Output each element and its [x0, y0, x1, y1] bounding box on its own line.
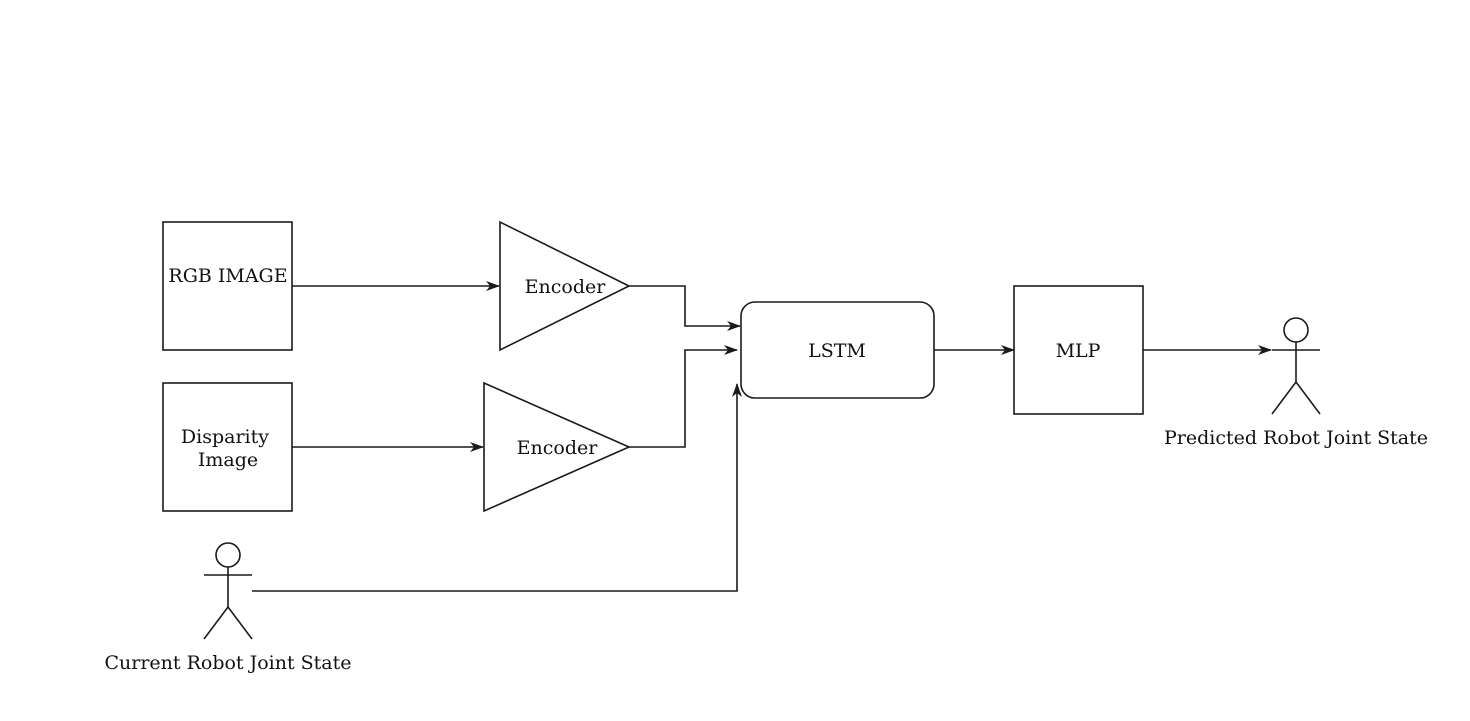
current-joint-state-node: Current Robot Joint State [104, 542, 352, 674]
encoder-disparity-node: Encoder [483, 381, 631, 513]
edge-encoder-disparity-to-lstm [629, 345, 738, 448]
disparity-image-label: Disparity Image [181, 426, 275, 471]
disparity-image-node: Disparity Image [162, 382, 293, 512]
connectors [252, 281, 1272, 592]
rgb-image-box [162, 221, 293, 351]
disparity-image-label-line-1: Disparity [181, 426, 269, 448]
encoder-rgb-triangle [499, 220, 631, 352]
lstm-node: LSTM [740, 301, 935, 399]
edge-current-state-to-lstm [252, 383, 742, 592]
rgb-image-label: RGB IMAGE [168, 265, 287, 287]
current-joint-state-label: Current Robot Joint State [104, 652, 351, 674]
lstm-label: LSTM [808, 340, 866, 362]
disparity-image-label-line-2: Image [198, 449, 258, 471]
encoder-rgb-label: Encoder [525, 276, 607, 298]
mlp-label: MLP [1056, 340, 1101, 362]
rgb-image-node: RGB IMAGE [162, 221, 293, 351]
actor-icon [1271, 317, 1321, 415]
predicted-joint-state-label: Predicted Robot Joint State [1164, 427, 1428, 449]
predicted-joint-state-node: Predicted Robot Joint State [1164, 317, 1428, 449]
edge-encoder-rgb-to-lstm [629, 285, 741, 331]
mlp-box [1013, 285, 1144, 415]
disparity-image-box [162, 382, 293, 512]
lstm-box [740, 301, 935, 399]
encoder-rgb-node: Encoder [499, 220, 631, 352]
mlp-node: MLP [1013, 285, 1144, 415]
actor-icon [203, 542, 253, 640]
encoder-disparity-label: Encoder [517, 437, 599, 459]
encoder-disparity-triangle [483, 381, 631, 513]
